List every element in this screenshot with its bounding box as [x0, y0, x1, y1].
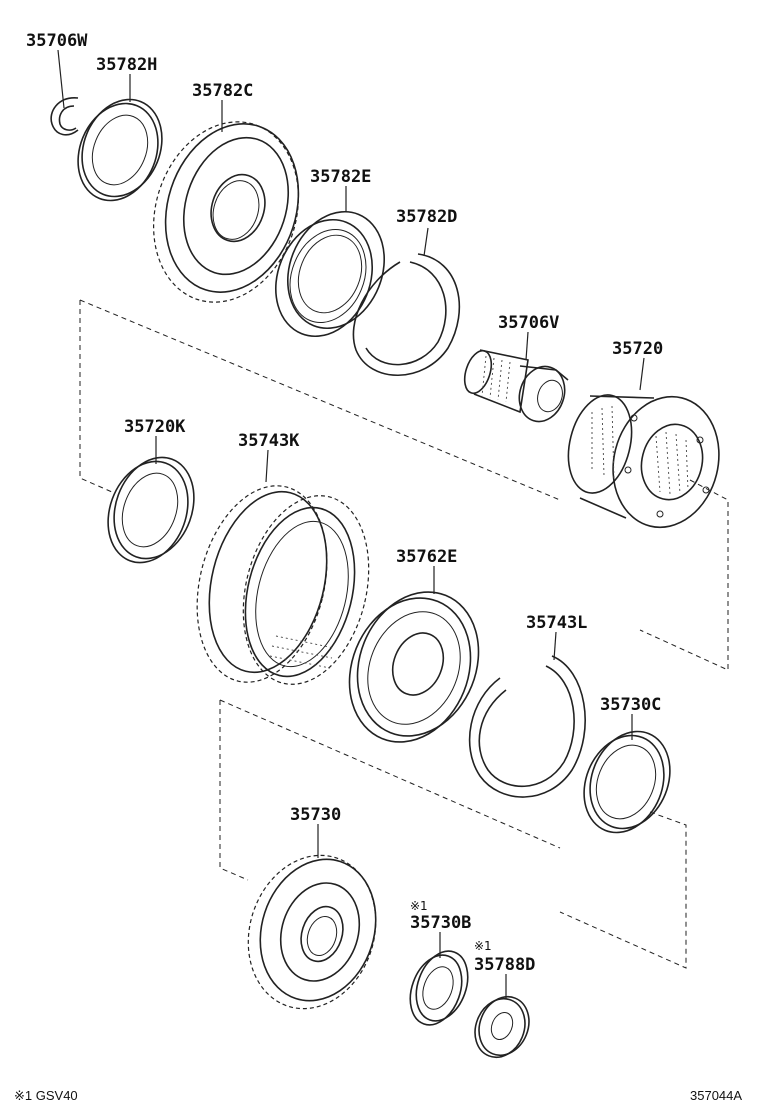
- part-35720K-washer[interactable]: [95, 436, 208, 574]
- label-35788D: 35788D: [474, 955, 535, 975]
- part-35782E-drum[interactable]: [259, 186, 401, 351]
- footnote: ※1 GSV40: [14, 1088, 78, 1103]
- part-35743K-ring-gear[interactable]: [178, 449, 388, 698]
- mark-35788D: ※1: [474, 939, 492, 953]
- label-35782D: 35782D: [396, 207, 457, 227]
- label-35743L: 35743L: [526, 613, 587, 633]
- label-35730C: 35730C: [600, 695, 661, 715]
- label-35782C: 35782C: [192, 81, 253, 101]
- label-35762E: 35762E: [396, 547, 457, 567]
- part-35720-planetary-carrier[interactable]: [559, 357, 733, 539]
- part-35706W-snap-ring[interactable]: [50, 49, 79, 136]
- part-35730C-washer[interactable]: [570, 714, 684, 845]
- label-35706W: 35706W: [26, 31, 88, 51]
- label-35730B: 35730B: [410, 913, 471, 933]
- label-35743K: 35743K: [238, 431, 300, 451]
- part-35730B-bearing[interactable]: [401, 932, 477, 1032]
- part-35782D-snap-ring[interactable]: [352, 227, 461, 377]
- mark-35730B: ※1: [410, 899, 428, 913]
- part-35730-sun-gear-drum[interactable]: [229, 824, 395, 1025]
- label-35730: 35730: [290, 805, 341, 825]
- part-35743L-snap-ring[interactable]: [468, 631, 586, 798]
- part-35782C-gear[interactable]: [131, 100, 321, 321]
- label-35720K: 35720K: [124, 417, 186, 437]
- part-35788D-washer[interactable]: [467, 974, 538, 1065]
- label-35720: 35720: [612, 339, 663, 359]
- label-35706V: 35706V: [498, 313, 559, 333]
- label-35782E: 35782E: [310, 167, 371, 187]
- label-35782H: 35782H: [96, 55, 157, 75]
- assembly-outline-lower: [219, 699, 687, 969]
- part-35706V-shaft[interactable]: [460, 331, 572, 427]
- part-35782H-washer[interactable]: [64, 74, 176, 213]
- drawing-number: 357044A: [690, 1088, 742, 1103]
- part-35762E-washer[interactable]: [329, 566, 500, 760]
